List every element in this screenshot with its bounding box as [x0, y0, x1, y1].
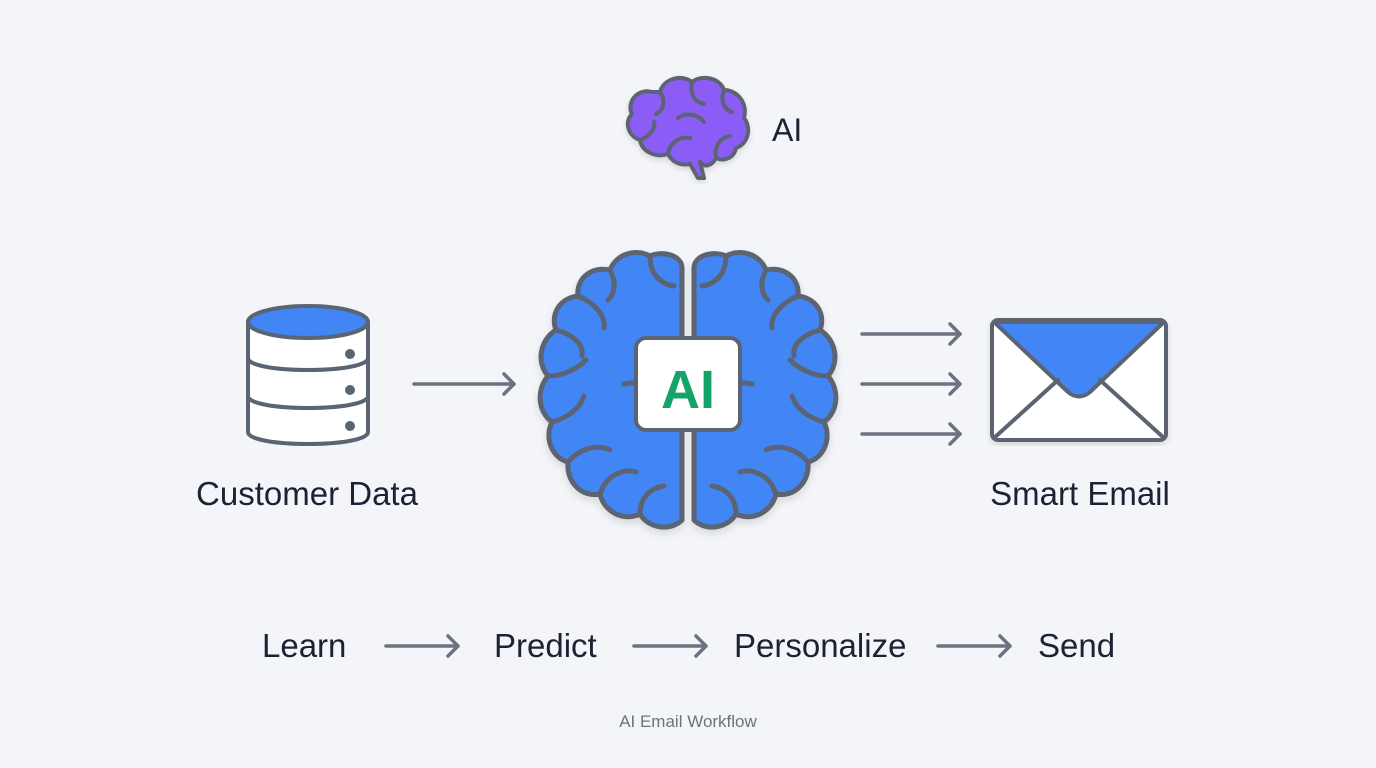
- header-label: AI: [772, 112, 803, 148]
- workflow-step-send: Send: [1038, 627, 1116, 664]
- smart-email-label: Smart Email: [990, 475, 1170, 512]
- workflow-arrow-icon: [936, 634, 1012, 658]
- output-arrow-icon: [860, 372, 962, 396]
- workflow-arrow-icon: [384, 634, 460, 658]
- workflow-step-personalize: Personalize: [734, 627, 907, 664]
- customer-data-label: Customer Data: [196, 475, 418, 512]
- input-arrow-icon: [412, 372, 516, 396]
- header-brain-icon: [625, 75, 751, 180]
- workflow-step-predict: Predict: [494, 627, 597, 664]
- ai-brain-icon: AI: [537, 250, 839, 530]
- database-icon: [246, 304, 370, 446]
- ai-badge-text: AI: [661, 360, 715, 420]
- envelope-icon: [990, 318, 1168, 442]
- workflow-step-learn: Learn: [262, 627, 347, 664]
- diagram-caption: AI Email Workflow: [619, 712, 757, 731]
- output-arrow-icon: [860, 322, 962, 346]
- output-arrow-icon: [860, 422, 962, 446]
- workflow-arrow-icon: [632, 634, 708, 658]
